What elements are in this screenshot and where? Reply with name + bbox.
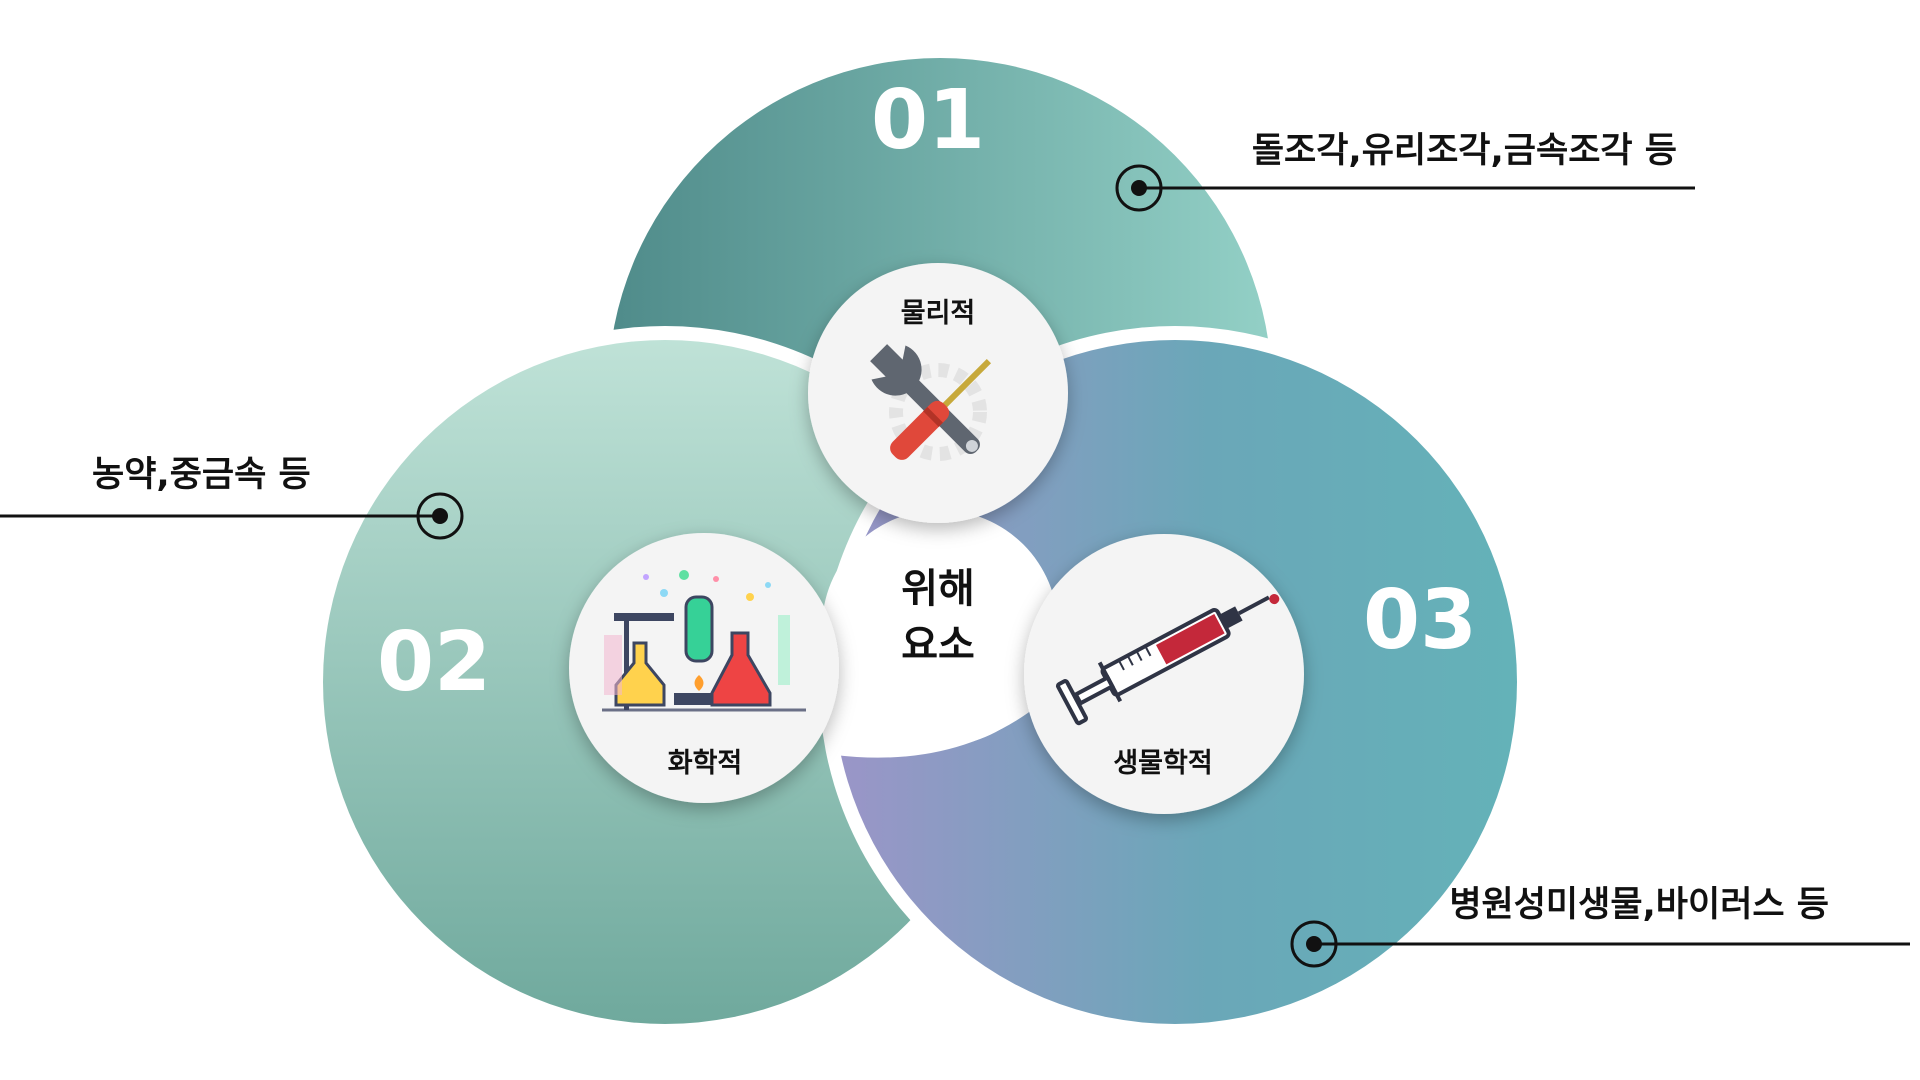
node-chemical-label: 화학적 [668,748,743,779]
wrench-screwdriver-icon [870,344,992,461]
center-title-line2: 요소 [901,622,975,668]
node-physical-label: 물리적 [901,298,976,329]
node-biological [1024,534,1304,814]
callout-02-marker [416,492,464,540]
segment-02-number: 02 [377,615,491,710]
callout-01-marker [1115,164,1163,212]
callout-01-text: 돌조각,유리조각,금속조각 등 [1252,131,1677,171]
node-physical [808,263,1068,523]
segment-01-number: 01 [871,73,985,168]
center-white [822,510,1058,746]
callout-02-text: 농약,중금속 등 [92,455,311,495]
node-chemical [569,533,839,803]
syringe-icon [1055,594,1280,726]
node-biological-label: 생물학적 [1113,748,1212,779]
segment-03-number: 03 [1363,573,1477,668]
callout-03-text: 병원성미생물,바이러스 등 [1449,885,1829,925]
callout-03-marker [1290,920,1338,968]
chemistry-flask-icon [602,570,806,712]
center-title-line1: 위해 [901,566,975,612]
